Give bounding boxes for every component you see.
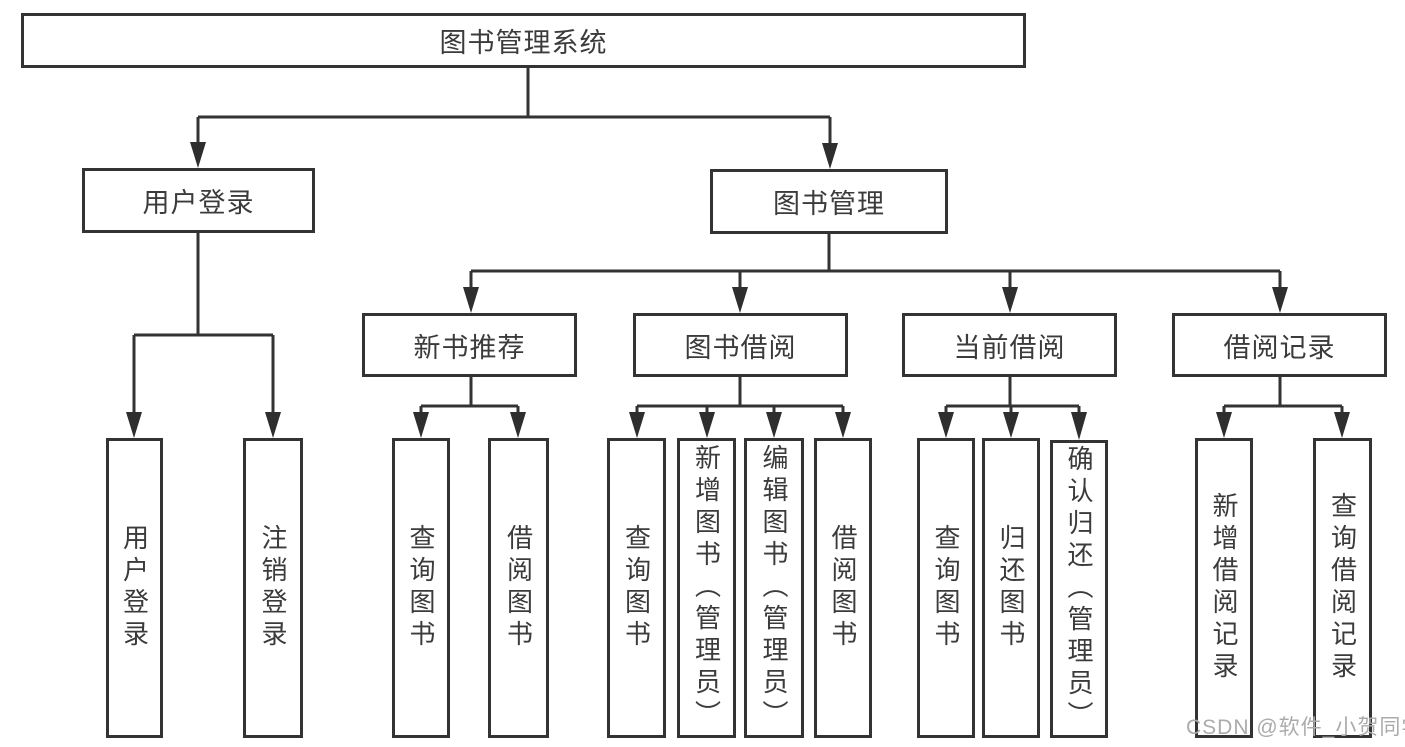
leaf-edit-books-admin-label: 编辑图书（管理员） [759, 444, 789, 732]
leaf-add-books-admin: 新增图书（管理员） [677, 438, 736, 738]
leaf-edit-books-admin: 编辑图书（管理员） [744, 438, 804, 738]
node-library-system-label: 图书管理系统 [439, 28, 608, 58]
node-current-borrowing-label: 当前借阅 [953, 332, 1066, 363]
leaf-query-books-current-label: 查询图书 [931, 524, 961, 652]
leaf-query-books-recommend-label: 查询图书 [406, 524, 436, 652]
leaf-logout-label: 注销登录 [258, 524, 288, 652]
node-book-borrowing-label: 图书借阅 [684, 332, 797, 363]
connector-borrow-records-to-leaves [1216, 377, 1350, 438]
leaf-user-login-label: 用户登录 [119, 524, 150, 652]
node-book-borrowing: 图书借阅 [633, 313, 848, 377]
leaf-query-books-current: 查询图书 [917, 438, 975, 738]
connector-user-login-to-leaves [126, 233, 281, 438]
node-new-book-recommendation: 新书推荐 [362, 313, 577, 377]
leaf-borrow-books-recommend: 借阅图书 [488, 438, 549, 738]
connector-new-book-rec-to-leaves [413, 377, 526, 438]
leaf-confirm-return-admin-label: 确认归还（管理员） [1064, 445, 1094, 733]
node-new-book-recommendation-label: 新书推荐 [413, 332, 526, 363]
leaf-return-books: 归还图书 [982, 438, 1040, 738]
node-borrowing-records-label: 借阅记录 [1223, 332, 1336, 363]
node-book-management-label: 图书管理 [773, 189, 885, 219]
leaf-query-books-borrowing-label: 查询图书 [621, 524, 652, 652]
leaf-user-login: 用户登录 [106, 438, 163, 738]
leaf-add-borrow-record-label: 新增借阅记录 [1209, 492, 1239, 684]
leaf-confirm-return-admin: 确认归还（管理员） [1050, 440, 1108, 738]
connector-current-borrow-to-leaves [938, 377, 1087, 440]
leaf-add-books-admin-label: 新增图书（管理员） [691, 444, 722, 732]
node-user-login-branch: 用户登录 [82, 168, 315, 233]
leaf-logout: 注销登录 [243, 438, 303, 738]
leaf-add-borrow-record: 新增借阅记录 [1195, 438, 1253, 738]
leaf-query-borrow-record: 查询借阅记录 [1313, 438, 1372, 738]
leaf-query-borrow-record-label: 查询借阅记录 [1327, 492, 1358, 684]
node-current-borrowing: 当前借阅 [902, 313, 1117, 377]
connector-root-to-level2 [190, 68, 838, 169]
leaf-return-books-label: 归还图书 [996, 524, 1026, 652]
connector-book-borrow-to-leaves [629, 377, 851, 438]
node-user-login-branch-label: 用户登录 [142, 188, 255, 218]
connector-book-mgmt-to-level3 [463, 234, 1288, 313]
node-borrowing-records: 借阅记录 [1172, 313, 1387, 377]
node-book-management: 图书管理 [710, 169, 948, 234]
leaf-query-books-borrowing: 查询图书 [607, 438, 666, 738]
leaf-borrow-books-borrowing-label: 借阅图书 [828, 524, 858, 652]
csdn-watermark: CSDN @软件_小贺同学 [1186, 716, 1405, 739]
node-library-system: 图书管理系统 [21, 13, 1026, 68]
leaf-query-books-recommend: 查询图书 [392, 438, 450, 738]
leaf-borrow-books-recommend-label: 借阅图书 [503, 524, 534, 652]
leaf-borrow-books-borrowing: 借阅图书 [814, 438, 872, 738]
